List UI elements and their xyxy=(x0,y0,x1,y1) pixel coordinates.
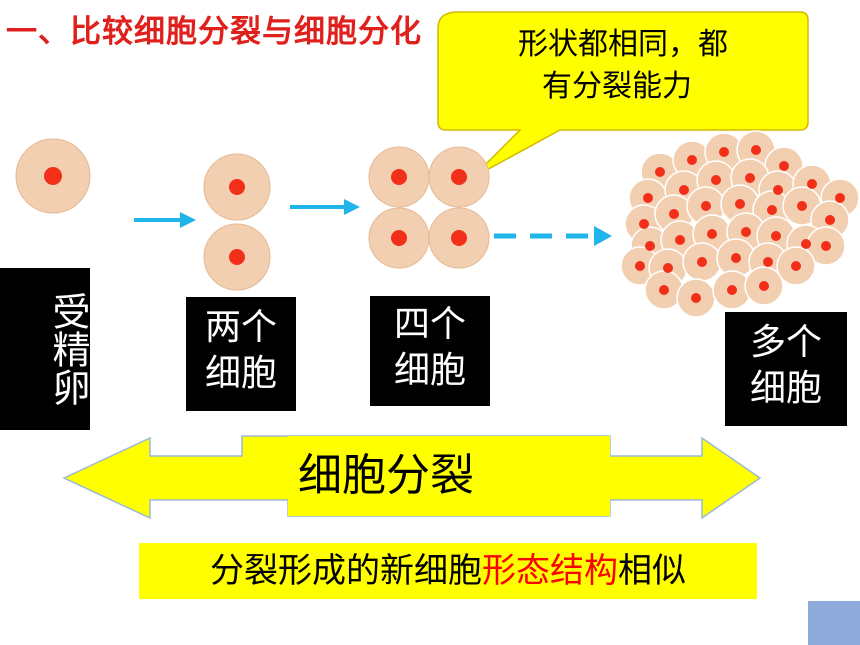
label-many-cells-line1: 多个 xyxy=(749,322,822,363)
cell-nucleus xyxy=(835,193,845,203)
cell-nucleus xyxy=(697,257,707,267)
label-four-cells: 四个 细胞 xyxy=(370,296,490,406)
dashed-arrow-four-to-many xyxy=(494,226,612,246)
cell-nucleus xyxy=(691,293,701,303)
cell-nucleus xyxy=(797,201,807,211)
cell-nucleus xyxy=(669,209,679,219)
two-cells-group xyxy=(203,153,271,291)
label-many-cells: 多个 细胞 xyxy=(725,312,847,426)
cell-nucleus xyxy=(807,179,817,189)
callout-bubble xyxy=(437,11,809,179)
cell-nucleus xyxy=(759,281,769,291)
cell-nucleus xyxy=(751,145,761,155)
arrow-two-to-four xyxy=(290,199,360,215)
label-fertilized-egg-text: 受精卵 xyxy=(46,292,90,406)
cell-nucleus xyxy=(731,253,741,263)
summary-box: 分裂形成的新细胞形态结构相似 xyxy=(139,543,757,599)
label-two-cells-line2: 细胞 xyxy=(204,353,277,394)
label-two-cells: 两个 细胞 xyxy=(186,297,296,411)
cell-nucleus xyxy=(771,231,781,241)
cell-nucleus xyxy=(655,167,665,177)
cell-nucleus xyxy=(727,285,737,295)
label-four-cells-line2: 细胞 xyxy=(393,350,466,391)
cell-nucleus xyxy=(767,205,777,215)
callout-text: 形状都相同，都 有分裂能力 xyxy=(452,24,812,108)
cell-nucleus xyxy=(635,261,645,271)
cell-nucleus xyxy=(707,229,717,239)
cell-nucleus xyxy=(639,219,649,229)
cell-nucleus xyxy=(645,241,655,251)
cell-nucleus xyxy=(745,173,755,183)
summary-text-before: 分裂形成的新细胞 xyxy=(210,551,482,591)
callout-line-1: 形状都相同，都 xyxy=(518,27,728,62)
cell-nucleus xyxy=(735,199,745,209)
many-cells-cluster xyxy=(620,130,860,318)
cell-nucleus xyxy=(659,285,669,295)
cell-nucleus xyxy=(821,241,831,251)
corner-decoration xyxy=(808,601,860,645)
cell-nucleus xyxy=(825,215,835,225)
banner-center-box xyxy=(288,436,610,516)
fertilized-egg-cell xyxy=(15,138,91,214)
cell-nucleus xyxy=(741,227,751,237)
cell-nucleus xyxy=(719,147,729,157)
label-fertilized-egg: 受精卵 xyxy=(0,268,90,430)
page-title: 一、比较细胞分裂与细胞分化 xyxy=(6,14,422,50)
cell-nucleus xyxy=(687,155,697,165)
four-cells-group xyxy=(368,146,490,269)
banner-label: 细胞分裂 xyxy=(298,450,474,501)
cell-nucleus xyxy=(643,193,653,203)
cell-nucleus xyxy=(773,185,783,195)
cell-nucleus xyxy=(801,239,811,249)
cell-nucleus xyxy=(679,185,689,195)
label-many-cells-line2: 细胞 xyxy=(749,368,822,409)
arrow-egg-to-two xyxy=(134,212,196,228)
summary-text-highlight: 形态结构 xyxy=(482,551,618,591)
cell-nucleus xyxy=(663,263,673,273)
label-four-cells-line1: 四个 xyxy=(393,304,466,345)
cell-nucleus xyxy=(701,201,711,211)
cell-nucleus xyxy=(763,257,773,267)
cell-nucleus xyxy=(779,161,789,171)
callout-line-2: 有分裂能力 xyxy=(542,69,692,104)
summary-text-after: 相似 xyxy=(618,551,686,591)
cell-nucleus xyxy=(791,261,801,271)
cell-nucleus xyxy=(711,175,721,185)
cell-nucleus xyxy=(675,235,685,245)
label-two-cells-line1: 两个 xyxy=(204,307,277,348)
